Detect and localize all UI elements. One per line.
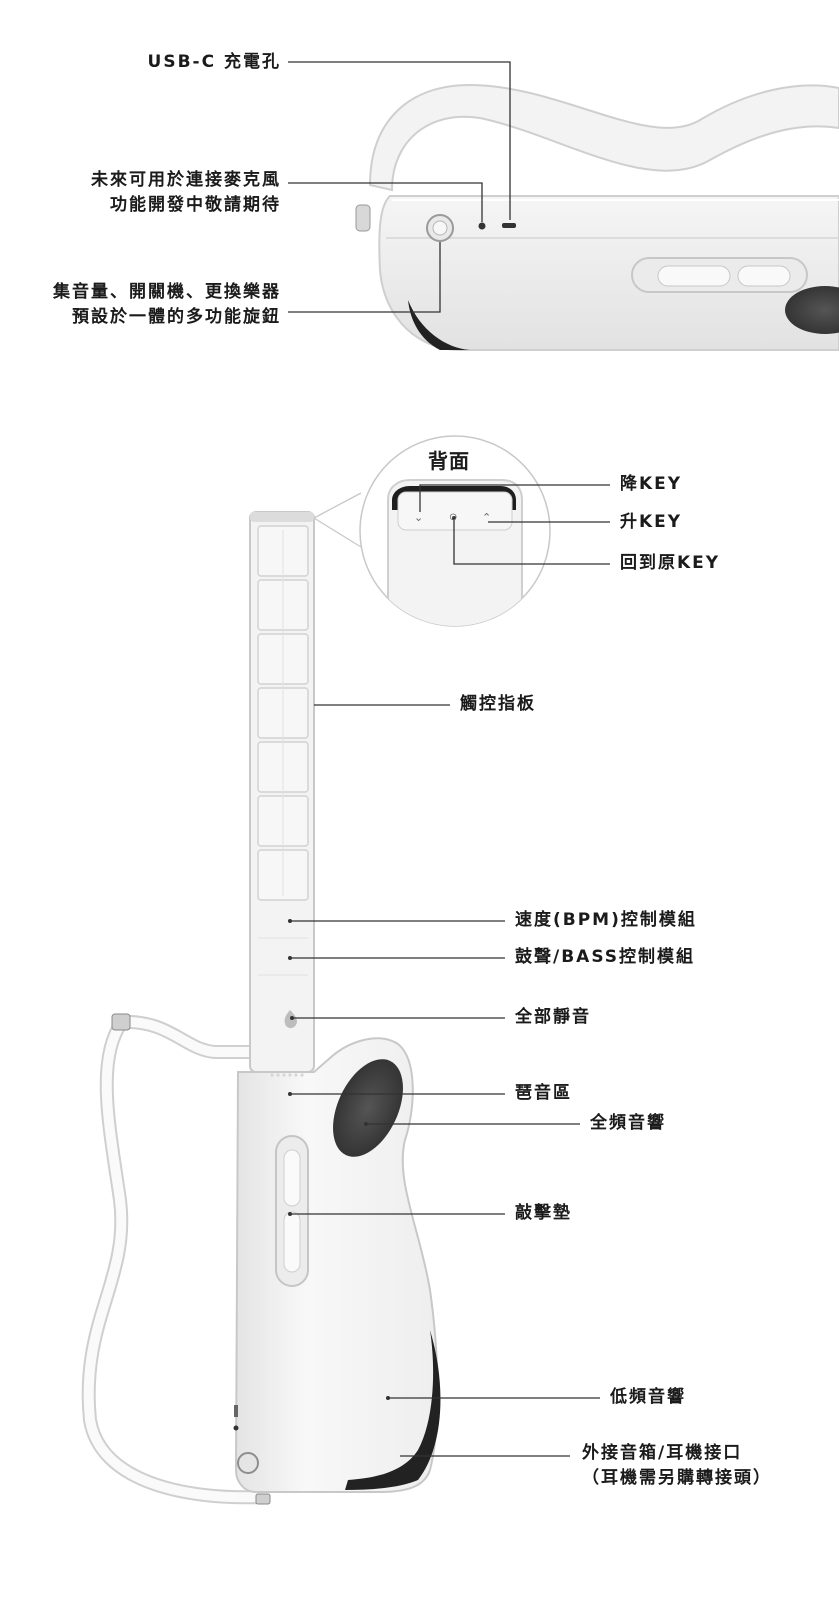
strap-button xyxy=(355,204,371,232)
fretboard-label: 觸控指板 xyxy=(460,694,536,714)
chevron-down-icon: ⌄ xyxy=(414,511,424,524)
knob-text-2: 預設於一體的多功能旋鈕 xyxy=(72,307,281,327)
strum-area-label: 琶音區 xyxy=(515,1083,572,1103)
output-jack-label: 外接音箱/耳機接口 （耳機需另購轉接頭） xyxy=(582,1441,772,1491)
mute-label: 全部靜音 xyxy=(515,1007,591,1027)
drum-bass-label: 鼓聲/BASS控制模組 xyxy=(515,947,696,967)
full-range-speaker xyxy=(333,1059,403,1157)
guitar-leader-lines xyxy=(290,704,600,1457)
knob-text-1: 集音量、開關機、更換樂器 xyxy=(53,282,281,302)
usb-c-text: USB-C 充電孔 xyxy=(147,52,281,72)
full-guitar xyxy=(81,511,441,1505)
key-down-label: 降KEY xyxy=(620,474,683,494)
circle-dot-icon: ⊙ xyxy=(449,512,458,523)
back-title: 背面 xyxy=(428,449,470,473)
top-leader-lines xyxy=(288,61,511,313)
full-range-speaker-label: 全頻音響 xyxy=(590,1113,666,1133)
mic-port-text-2: 功能開發中敬請期待 xyxy=(110,195,281,215)
mic-port-text-1: 未來可用於連接麥克風 xyxy=(91,170,281,190)
woofer-label: 低頻音響 xyxy=(610,1387,686,1407)
knob-label: 集音量、開關機、更換樂器 預設於一體的多功能旋鈕 xyxy=(53,280,281,330)
mic-port-label: 未來可用於連接麥克風 功能開發中敬請期待 xyxy=(91,168,281,218)
mic-port xyxy=(478,222,486,230)
output-jack-text-2: （耳機需另購轉接頭） xyxy=(582,1468,772,1488)
strap-top xyxy=(368,83,839,192)
strike-pad-label: 敲擊墊 xyxy=(515,1203,572,1223)
chevron-up-icon: ⌃ xyxy=(482,511,492,524)
usb-c-label: USB-C 充電孔 xyxy=(148,50,281,75)
output-jack-knob xyxy=(237,1452,259,1474)
key-reset-label: 回到原KEY xyxy=(620,553,721,573)
bpm-label: 速度(BPM)控制模組 xyxy=(515,910,697,930)
key-up-label: 升KEY xyxy=(620,512,683,532)
back-closeup xyxy=(313,435,551,627)
top-closeup xyxy=(355,83,839,351)
usb-c-port xyxy=(502,223,516,228)
back-leader-lines xyxy=(419,484,610,565)
output-jack-text-1: 外接音箱/耳機接口 xyxy=(582,1443,743,1463)
